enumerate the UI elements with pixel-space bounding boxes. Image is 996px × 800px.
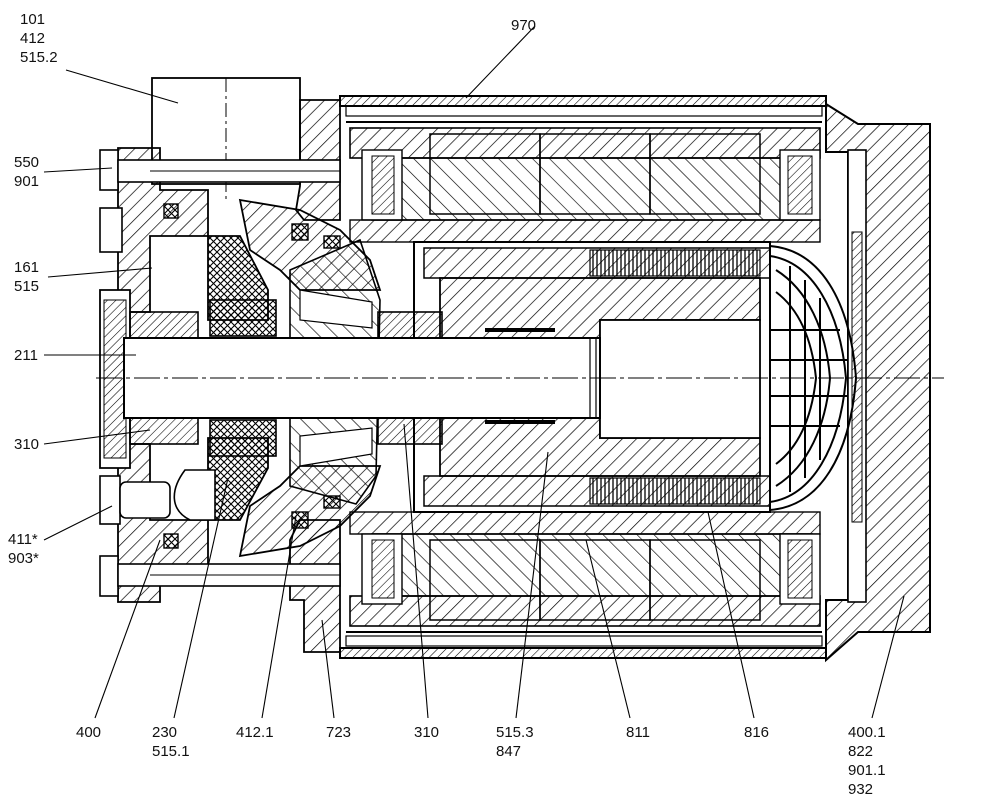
label-411: 411*: [8, 531, 38, 548]
label-816: 816: [744, 724, 769, 741]
impeller: [173, 235, 277, 521]
stator-upper: [349, 127, 821, 243]
label-847: 847: [496, 743, 521, 760]
label-412-1: 412.1: [236, 724, 274, 741]
label-822: 822: [848, 743, 873, 760]
stator-lower: [349, 511, 821, 627]
label-400-1: 400.1: [848, 724, 886, 741]
label-515: 515: [14, 278, 39, 295]
label-515-2: 515.2: [20, 49, 58, 66]
label-211: 211: [14, 347, 38, 364]
label-901: 901: [14, 173, 39, 190]
label-412: 412: [20, 30, 45, 47]
label-230: 230: [152, 724, 177, 741]
bearing-right: [377, 311, 443, 445]
lower-bolt: [99, 555, 341, 597]
label-310-left: 310: [14, 436, 39, 453]
label-932: 932: [848, 781, 873, 798]
o-rings: [163, 203, 341, 549]
label-400: 400: [76, 724, 101, 741]
label-101: 101: [20, 11, 45, 28]
label-161: 161: [14, 259, 39, 276]
label-811: 811: [626, 724, 650, 741]
drain-plug: [99, 207, 171, 525]
end-cover: [825, 102, 931, 663]
rotor-end-cap: [769, 245, 858, 511]
upper-bolt: [99, 149, 341, 191]
label-903: 903*: [8, 550, 39, 567]
label-901-1: 901.1: [848, 762, 886, 779]
label-970: 970: [511, 17, 536, 34]
part-labels: 101 412 515.2 970 550 901 161 515 211 31…: [8, 11, 886, 798]
label-723: 723: [326, 724, 351, 741]
label-550: 550: [14, 154, 39, 171]
label-310-bottom: 310: [414, 724, 439, 741]
label-515-3: 515.3: [496, 724, 534, 741]
motor-housing: [339, 95, 827, 659]
bearing-left: [129, 311, 199, 445]
label-515-1: 515.1: [152, 743, 190, 760]
leader-lines: [43, 25, 905, 719]
